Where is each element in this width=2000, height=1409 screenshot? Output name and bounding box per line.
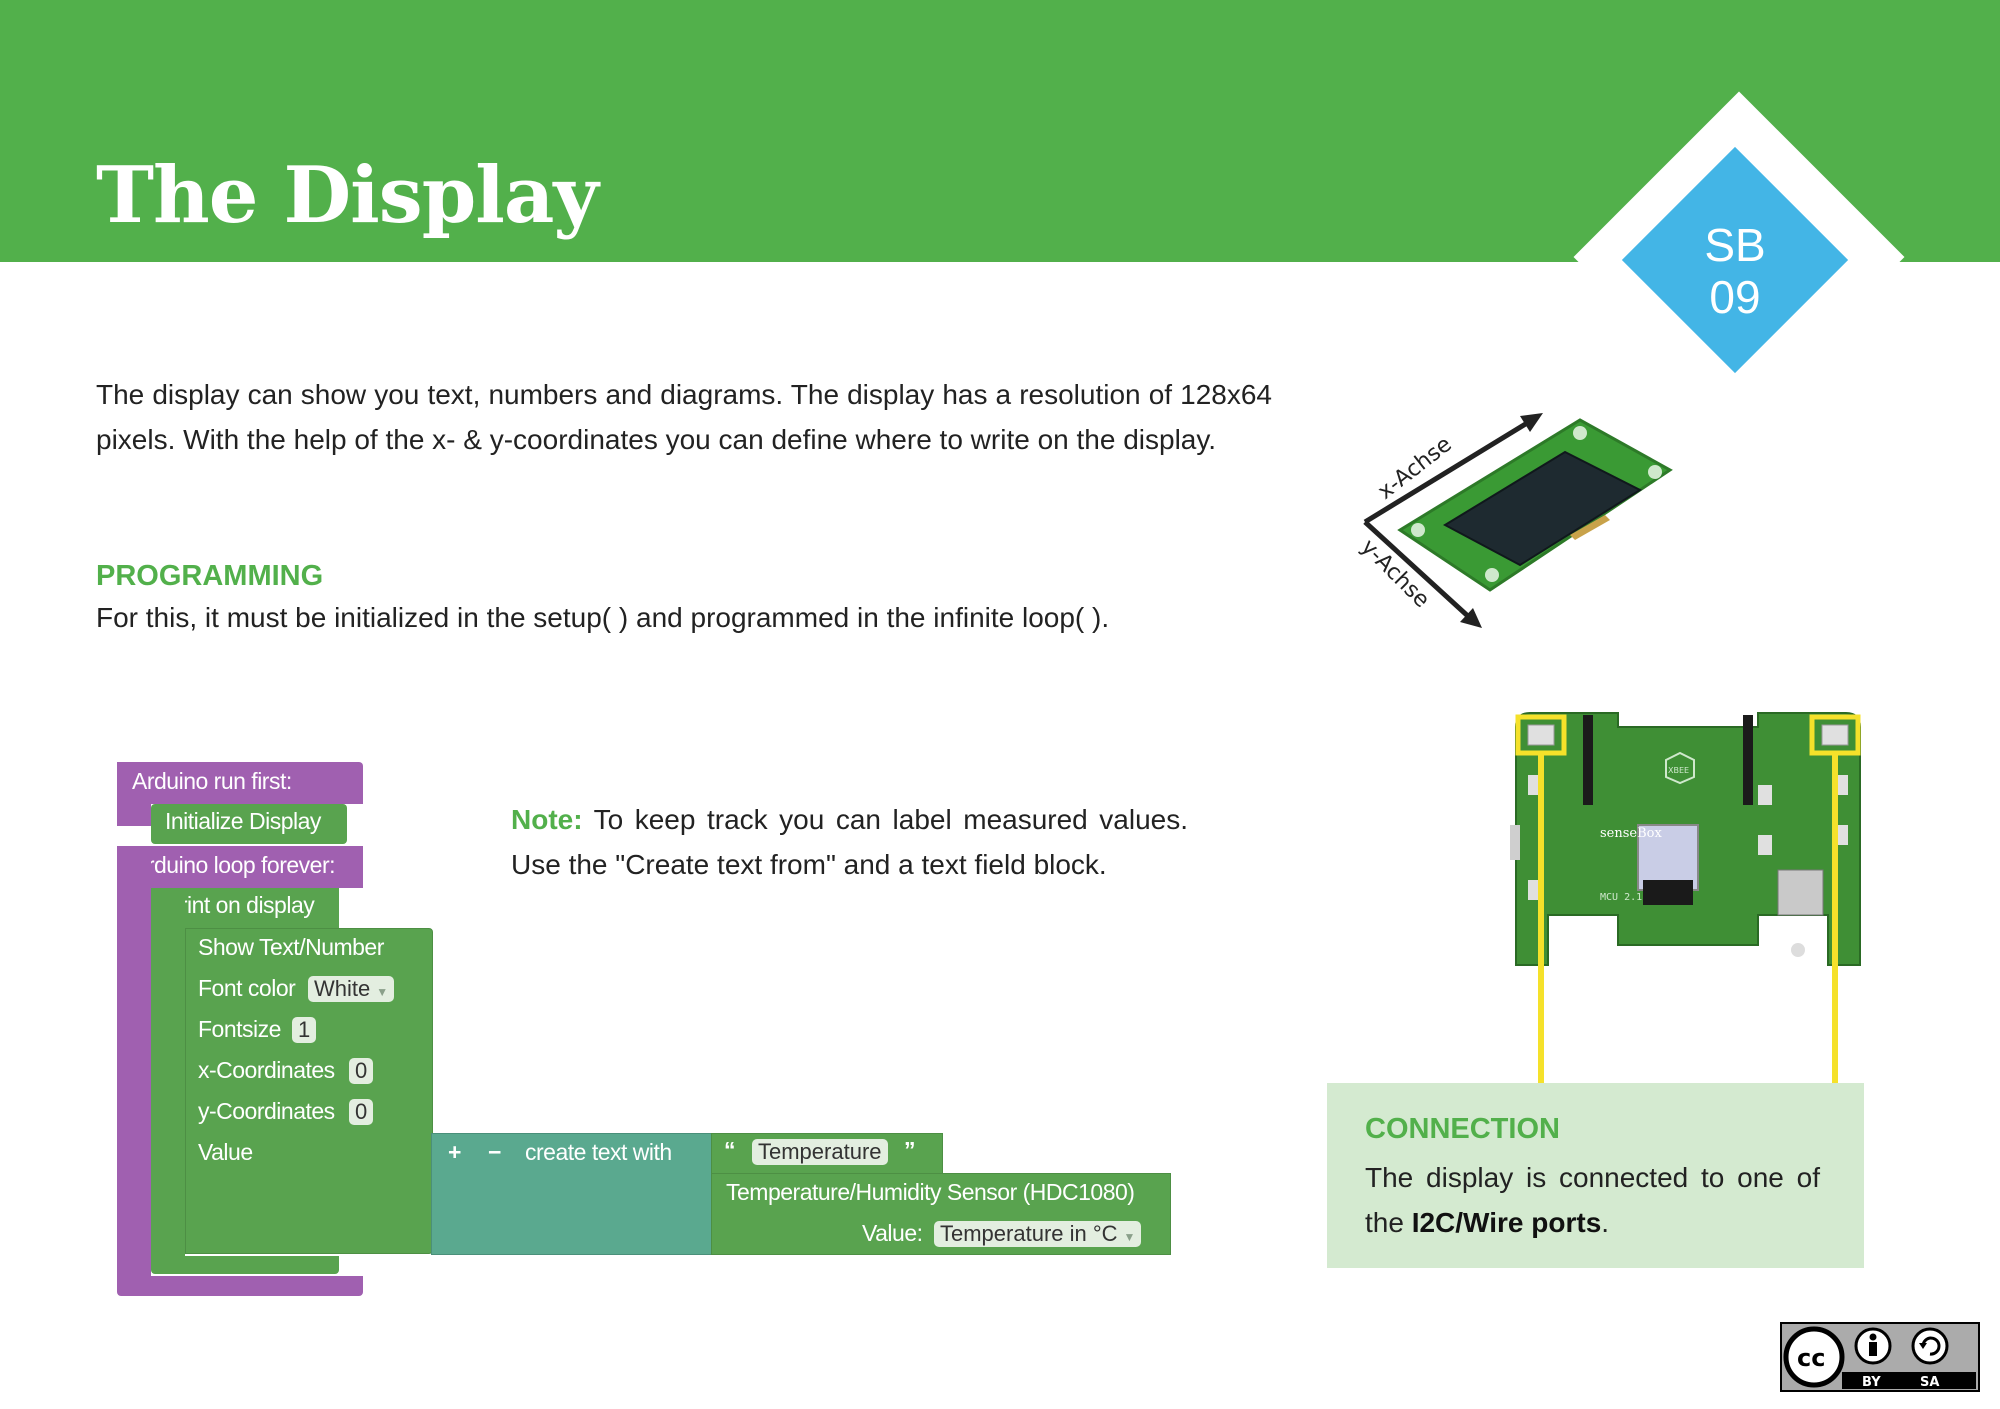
cc-icon <box>1783 1326 1845 1388</box>
sensor-value-label: Value: <box>862 1220 923 1246</box>
block-text-field <box>711 1133 943 1175</box>
y-coordinates-label: y-Coordinates <box>198 1098 335 1124</box>
block-create-text <box>431 1133 713 1255</box>
sa-icon <box>1911 1327 1949 1365</box>
board-brand-label: senseBox <box>1600 826 1662 841</box>
sensor-value-dropdown[interactable]: Temperature in °C▼ <box>934 1221 1142 1247</box>
block-loop-forever-label: Arduino loop forever: <box>132 852 336 878</box>
oled-display-image: x-Achse y-Achse <box>1356 413 1673 628</box>
board: XBEE senseBox MCU 2.1 <box>1510 712 1861 966</box>
font-color-dropdown[interactable]: White▼ <box>308 976 395 1002</box>
connection-heading: CONNECTION <box>1365 1113 1560 1145</box>
i2c-port-highlights <box>1515 714 1861 1083</box>
badge-line-2: 09 <box>1709 271 1761 323</box>
badge-line-1: SB <box>1704 219 1766 271</box>
cc-label: cc <box>1797 1344 1825 1372</box>
xbee-label: XBEE <box>1668 766 1689 775</box>
minus-icon[interactable]: − <box>488 1139 501 1165</box>
note-label: Note: <box>511 804 583 835</box>
plus-icon[interactable]: + <box>448 1139 461 1165</box>
block-sensor <box>711 1173 1171 1255</box>
sensor-label: Temperature/Humidity Sensor (HDC1080) <box>726 1179 1135 1205</box>
block-show-text-label: Show Text/Number <box>198 934 384 960</box>
block-print-on-display <box>151 888 339 928</box>
block-show-text <box>185 928 433 1254</box>
sa-label: SA <box>1920 1375 1939 1390</box>
fontsize-label: Fontsize <box>198 1016 281 1042</box>
sensebox-board-image: XBEE senseBox MCU 2.1 <box>1510 712 1861 1083</box>
note-paragraph: Note: To keep track you can label measur… <box>511 797 1188 887</box>
text-field-input[interactable]: Temperature <box>752 1139 888 1165</box>
programming-heading: PROGRAMMING <box>96 560 324 592</box>
connection-text: The display is connected to one of the I… <box>1365 1162 1820 1238</box>
value-label: Value <box>198 1139 253 1165</box>
display-module <box>1397 418 1673 592</box>
x-coordinates-label: x-Coordinates <box>198 1057 335 1083</box>
font-color-label: Font color <box>198 975 296 1001</box>
chevron-down-icon: ▼ <box>1123 1230 1136 1244</box>
block-run-first-label: Arduino run first: <box>132 768 292 794</box>
by-label: BY <box>1862 1375 1881 1390</box>
page-title: The Display <box>96 150 599 241</box>
note-text: To keep track you can label measured val… <box>511 804 1189 880</box>
block-init-display <box>151 804 347 844</box>
chevron-down-icon: ▼ <box>376 985 389 999</box>
intro-paragraph: The display can show you text, numbers a… <box>96 379 1272 455</box>
sheet-number-badge: SB 09 <box>1621 146 1849 374</box>
quote-open-icon: “ <box>724 1137 736 1163</box>
fontsize-field[interactable]: 1 <box>292 1017 317 1043</box>
cc-license-badge: cc BY SA <box>1780 1322 1980 1392</box>
block-run-first <box>117 762 363 804</box>
x-coordinates-field[interactable]: 0 <box>349 1058 374 1084</box>
create-text-label: create text with <box>525 1139 672 1165</box>
programming-text: For this, it must be initialized in the … <box>96 602 1110 633</box>
axis-arrows <box>1363 413 1543 628</box>
quote-close-icon: ” <box>904 1137 916 1163</box>
block-loop-forever <box>117 846 363 888</box>
y-coordinates-field[interactable]: 0 <box>349 1099 374 1125</box>
board-model-label: MCU 2.1 <box>1600 892 1642 903</box>
block-init-display-label: Initialize Display <box>165 808 321 834</box>
connection-box: CONNECTION The display is connected to o… <box>1327 1083 1864 1268</box>
connection-ports: I2C/Wire ports <box>1411 1207 1602 1238</box>
block-print-on-display-label: Print on display <box>165 892 315 918</box>
